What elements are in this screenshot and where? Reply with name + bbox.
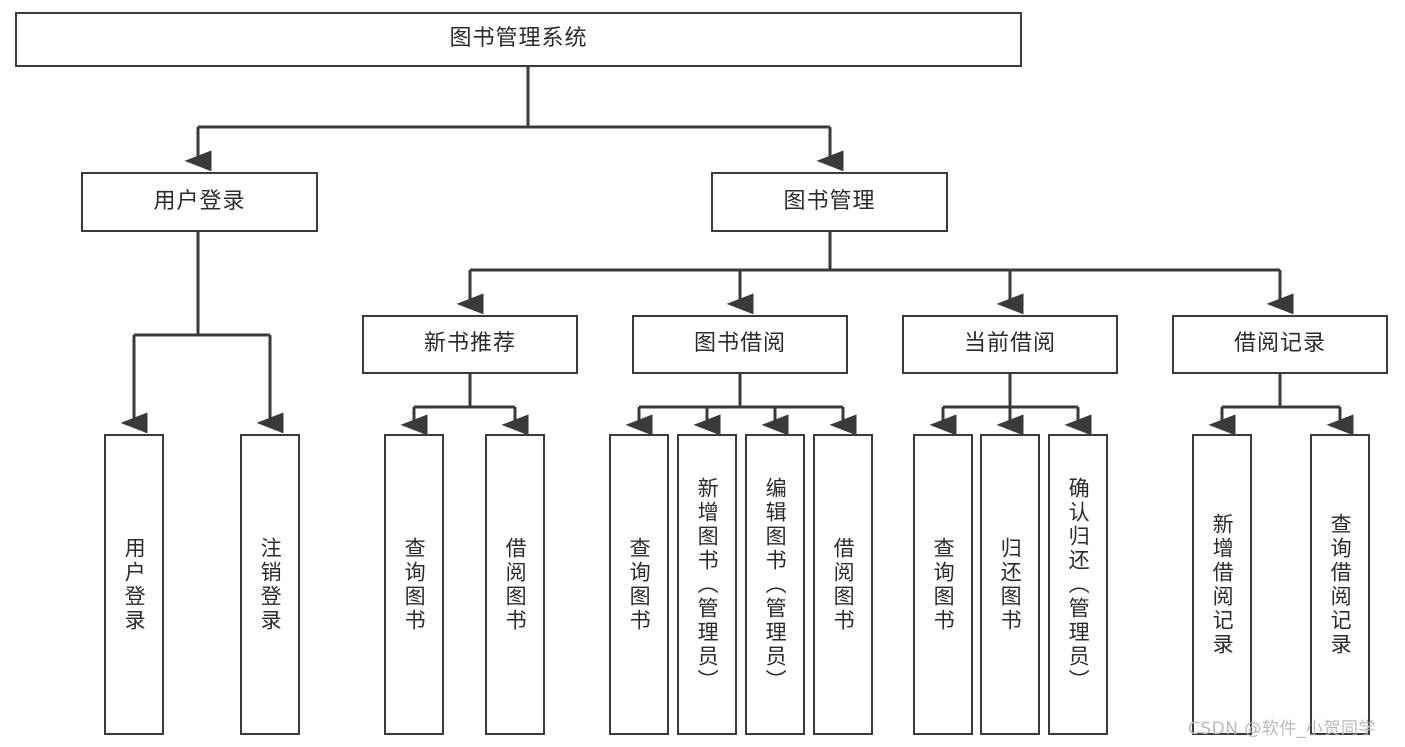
leaf-current-borrow-confirm[interactable]: 确认归还（管理员） [1048, 434, 1108, 735]
node-book-borrow-label: 图书借阅 [693, 331, 786, 357]
leaf-current-borrow-query[interactable]: 查询图书 [913, 434, 973, 735]
leaf-borrow-record-query-label: 查询借阅记录 [1328, 512, 1353, 657]
leaf-book-borrow-edit-label: 编辑图书（管理员） [763, 476, 788, 693]
leaf-borrow-record-query[interactable]: 查询借阅记录 [1310, 434, 1370, 735]
leaf-book-borrow-edit[interactable]: 编辑图书（管理员） [745, 434, 805, 735]
node-book-manage[interactable]: 图书管理 [711, 172, 948, 232]
watermark-text: CSDN @软件_小贺同学 [1188, 719, 1376, 739]
leaf-current-borrow-confirm-label: 确认归还（管理员） [1066, 476, 1091, 693]
leaf-book-borrow-add-label: 新增图书（管理员） [695, 476, 720, 693]
leaf-user-login-logout[interactable]: 注销登录 [240, 434, 300, 735]
leaf-user-login-logout-label: 注销登录 [258, 536, 283, 633]
node-user-login[interactable]: 用户登录 [81, 172, 318, 232]
leaf-book-borrow-add[interactable]: 新增图书（管理员） [677, 434, 737, 735]
leaf-book-borrow-borrow-label: 借阅图书 [831, 536, 856, 633]
node-book-manage-label: 图书管理 [783, 188, 876, 214]
leaf-user-login-login[interactable]: 用户登录 [104, 434, 164, 735]
node-root-system[interactable]: 图书管理系统 [15, 12, 1022, 67]
leaf-current-borrow-return[interactable]: 归还图书 [980, 434, 1040, 735]
leaf-current-borrow-query-label: 查询图书 [931, 536, 956, 633]
node-borrow-record[interactable]: 借阅记录 [1172, 315, 1388, 374]
node-new-book-recommend-label: 新书推荐 [423, 331, 516, 357]
leaf-new-book-query-label: 查询图书 [402, 536, 427, 633]
leaf-borrow-record-add-label: 新增借阅记录 [1210, 512, 1235, 657]
leaf-new-book-borrow-label: 借阅图书 [503, 536, 528, 633]
leaf-book-borrow-query[interactable]: 查询图书 [609, 434, 669, 735]
node-new-book-recommend[interactable]: 新书推荐 [362, 315, 578, 374]
node-user-login-label: 用户登录 [153, 188, 246, 214]
leaf-borrow-record-add[interactable]: 新增借阅记录 [1192, 434, 1252, 735]
node-root-system-label: 图书管理系统 [449, 26, 588, 52]
node-current-borrow-label: 当前借阅 [963, 331, 1056, 357]
leaf-new-book-borrow[interactable]: 借阅图书 [485, 434, 545, 735]
leaf-current-borrow-return-label: 归还图书 [998, 536, 1023, 633]
leaf-user-login-login-label: 用户登录 [122, 536, 147, 633]
node-borrow-record-label: 借阅记录 [1233, 331, 1326, 357]
leaf-new-book-query[interactable]: 查询图书 [384, 434, 444, 735]
leaf-book-borrow-borrow[interactable]: 借阅图书 [813, 434, 873, 735]
node-current-borrow[interactable]: 当前借阅 [902, 315, 1118, 374]
leaf-book-borrow-query-label: 查询图书 [627, 536, 652, 633]
node-book-borrow[interactable]: 图书借阅 [632, 315, 848, 374]
